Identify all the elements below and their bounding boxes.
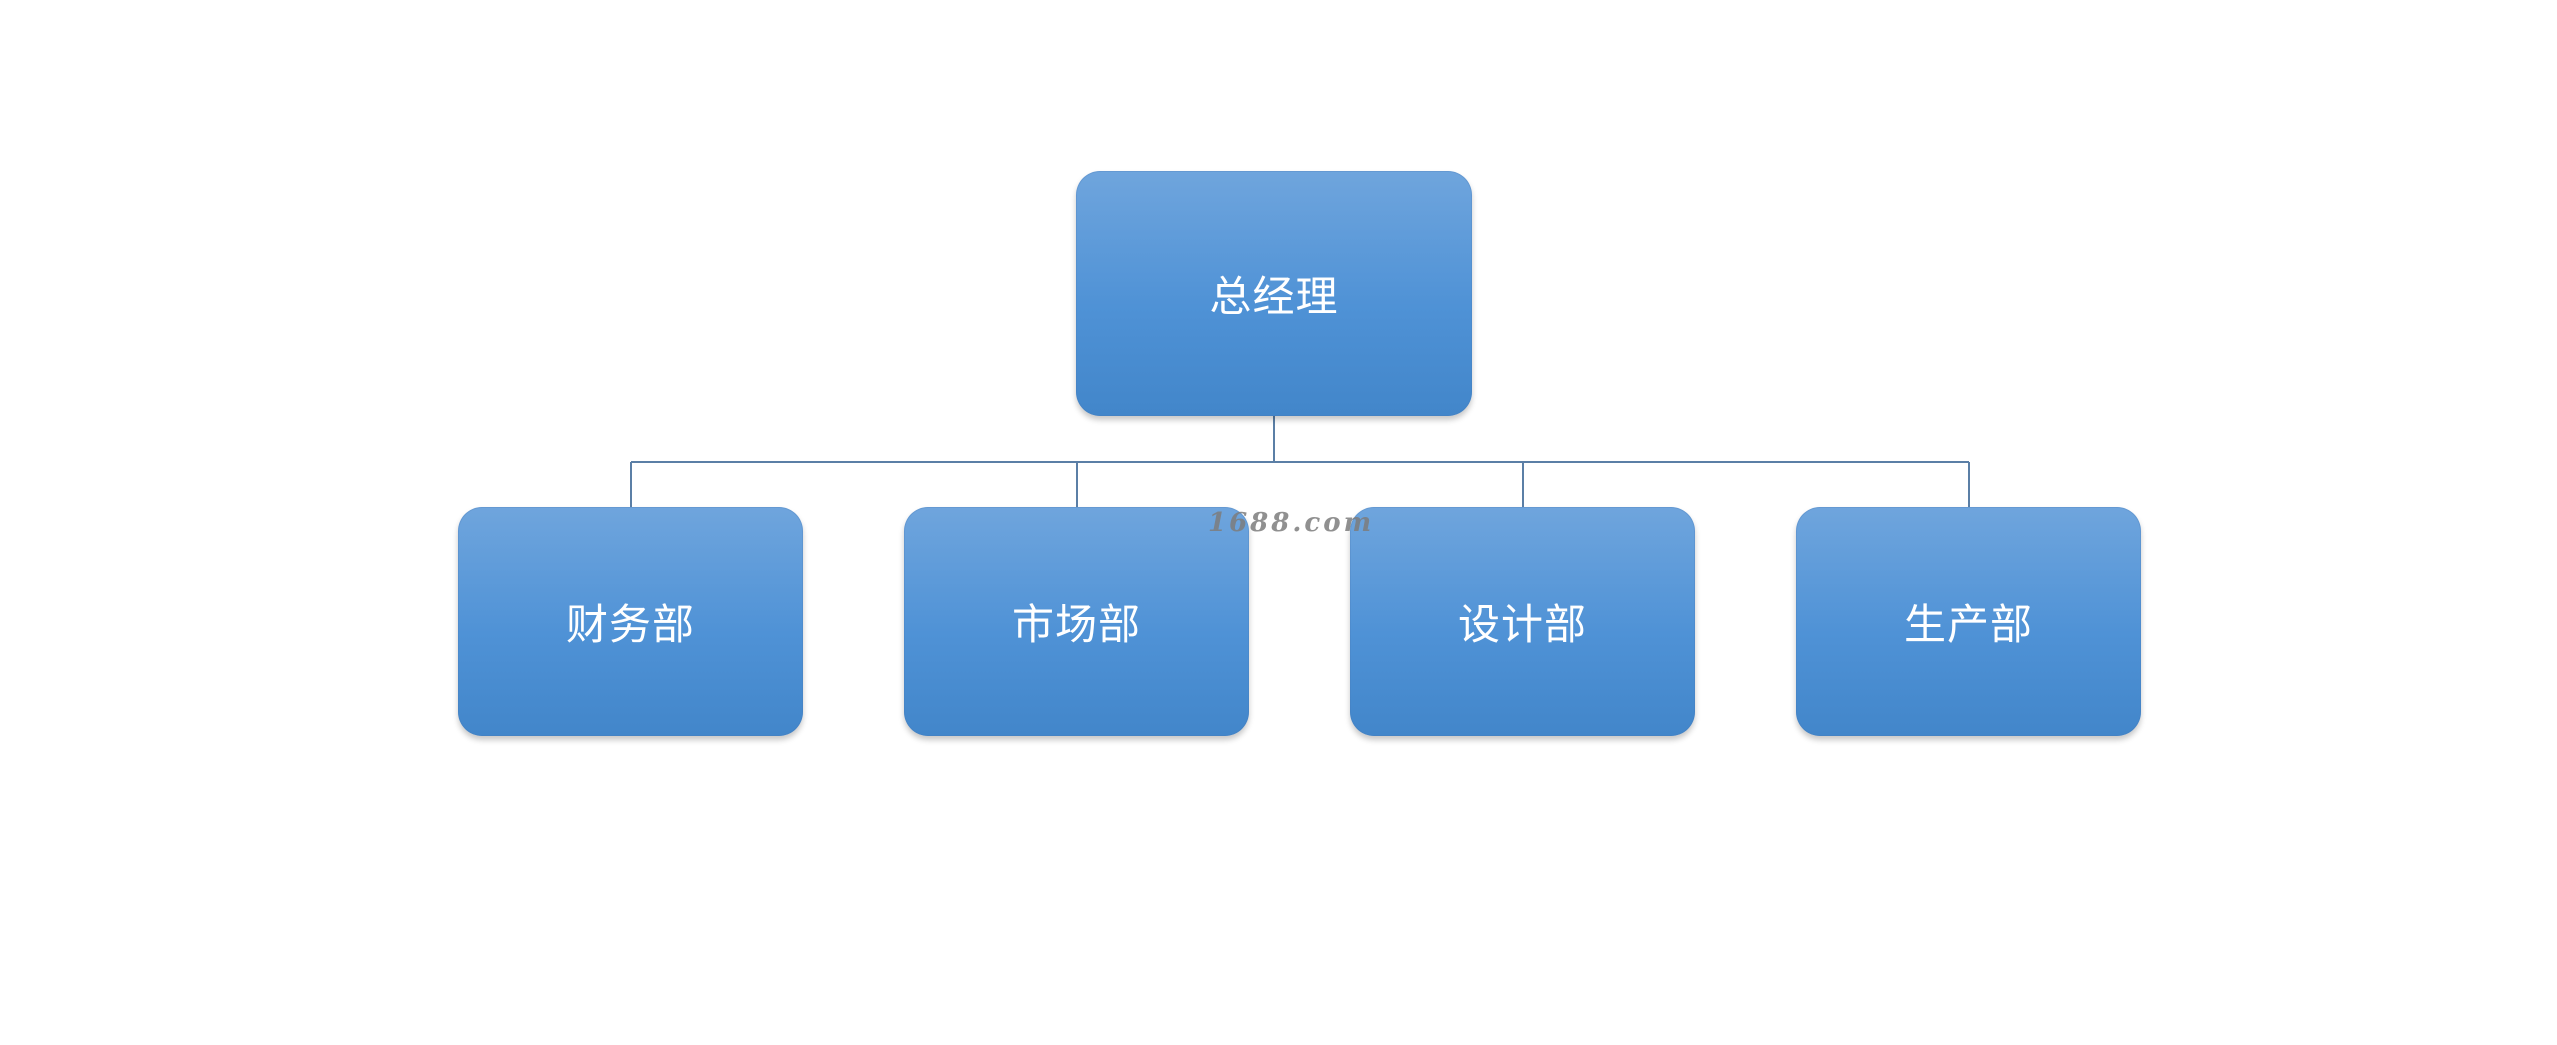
node-label: 设计部: [1457, 600, 1587, 649]
node-label: 财务部: [565, 600, 695, 649]
node-finance-dept[interactable]: 财务部: [458, 507, 803, 736]
node-general-manager[interactable]: 总经理: [1076, 171, 1472, 416]
node-marketing-dept[interactable]: 市场部: [904, 507, 1249, 736]
node-design-dept[interactable]: 设计部: [1350, 507, 1695, 736]
node-label: 总经理: [1209, 272, 1339, 321]
watermark-text: 1688.com: [1208, 508, 1375, 538]
node-production-dept[interactable]: 生产部: [1796, 507, 2141, 736]
node-label: 市场部: [1011, 600, 1141, 649]
node-label: 生产部: [1903, 600, 2033, 649]
